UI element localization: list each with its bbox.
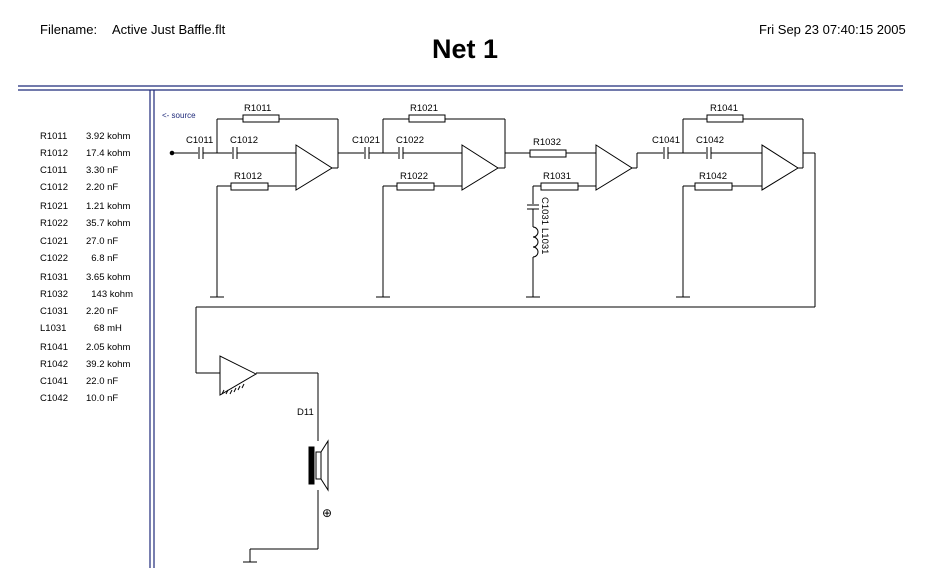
- source-label: <- source: [162, 111, 196, 120]
- c1011-capacitor: [198, 147, 204, 159]
- part-value: 3.92 kohm: [86, 131, 131, 142]
- part-name: C1022: [40, 252, 68, 264]
- part-name: R1032: [40, 288, 68, 300]
- part-name: R1011: [40, 131, 68, 142]
- label-d11: D11: [297, 407, 314, 418]
- label-c1031: C1031: [539, 197, 550, 225]
- label-r1012: R1012: [234, 171, 262, 182]
- power-amplifier: [219, 355, 258, 396]
- r1041-resistor: [706, 114, 744, 123]
- r1022-resistor: [396, 182, 435, 191]
- part-row: C1031 2.20 nF: [40, 303, 160, 320]
- part-row: C1022 6.8 nF: [40, 250, 160, 267]
- part-value: 27.0 nF: [86, 235, 119, 247]
- part-name: L1031: [40, 323, 67, 335]
- label-c1012: C1012: [230, 135, 258, 146]
- r1012-resistor: [230, 182, 269, 191]
- l1031-inductor: [532, 226, 539, 258]
- r1042-resistor: [694, 182, 733, 191]
- label-r1041: R1041: [710, 103, 738, 114]
- c1022-capacitor: [398, 147, 404, 159]
- part-row: C1041 22.0 nF: [40, 373, 160, 390]
- part-value: 22.0 nF: [86, 376, 119, 388]
- opamp-2: [461, 144, 499, 191]
- part-name: C1031: [40, 305, 68, 317]
- label-c1011: C1011: [186, 135, 213, 146]
- part-row: C1012 2.20 nF: [40, 179, 160, 196]
- part-row: C1042 10.0 nF: [40, 390, 160, 407]
- part-name: C1021: [40, 235, 68, 247]
- part-row: R1031 3.65 kohm: [40, 269, 160, 286]
- part-value: 17.4 kohm: [86, 148, 131, 160]
- c1031-capacitor: [527, 204, 539, 210]
- part-value: 39.2 kohm: [86, 359, 131, 371]
- label-c1041: C1041: [652, 135, 680, 146]
- part-value: 35.7 kohm: [86, 218, 131, 230]
- label-c1042: C1042: [696, 135, 724, 146]
- part-name: R1042: [40, 359, 68, 371]
- part-value: 6.8 nF: [86, 252, 119, 264]
- part-name: C1041: [40, 376, 68, 388]
- r1021-resistor: [408, 114, 446, 123]
- label-r1031: R1031: [543, 171, 571, 182]
- r1032-resistor: [529, 149, 567, 158]
- label-c1022: C1022: [396, 135, 424, 146]
- c1042-capacitor: [706, 147, 712, 159]
- part-row: L1031 68 mH: [40, 320, 160, 337]
- label-r1021: R1021: [410, 103, 438, 114]
- timestamp: Fri Sep 23 07:40:15 2005: [759, 22, 906, 37]
- polarity-mark: ⊕: [322, 506, 332, 520]
- label-r1022: R1022: [400, 171, 428, 182]
- opamp-4: [761, 144, 799, 191]
- c1041-capacitor: [663, 147, 669, 159]
- part-name: R1031: [40, 271, 68, 283]
- part-name: R1012: [40, 148, 68, 160]
- c1021-capacitor: [364, 147, 370, 159]
- part-name: R1022: [40, 218, 68, 230]
- part-row: C1021 27.0 nF: [40, 233, 160, 250]
- part-row: R1041 2.05 kohm: [40, 339, 160, 356]
- part-row: R1042 39.2 kohm: [40, 356, 160, 373]
- opamp-1: [295, 144, 333, 191]
- part-value: 2.20 nF: [86, 182, 119, 194]
- part-name: R1021: [40, 201, 68, 213]
- speaker-d11: [308, 439, 329, 492]
- label-r1042: R1042: [699, 171, 727, 182]
- label-c1021: C1021: [352, 135, 380, 146]
- filename-value: Active Just Baffle.flt: [112, 22, 226, 37]
- part-row: R1021 1.21 kohm: [40, 198, 160, 215]
- part-value: 2.05 kohm: [86, 342, 131, 354]
- page-title: Net 1: [431, 34, 499, 64]
- part-row: R1012 17.4 kohm: [40, 145, 160, 162]
- part-name: C1012: [40, 182, 68, 194]
- part-row: R1032 143 kohm: [40, 286, 160, 303]
- part-row: R1022 35.7 kohm: [40, 215, 160, 232]
- part-value: 3.65 kohm: [86, 271, 131, 283]
- part-name: C1011: [40, 165, 68, 177]
- c1012-capacitor: [232, 147, 238, 159]
- part-name: R1041: [40, 342, 68, 354]
- opamp-3: [595, 144, 633, 191]
- label-r1011: R1011: [244, 103, 271, 114]
- part-value: 10.0 nF: [86, 393, 119, 405]
- r1031-resistor: [540, 182, 579, 191]
- part-row: C1011 3.30 nF: [40, 162, 160, 179]
- filename-label: Filename:: [40, 22, 98, 37]
- part-value: 2.20 nF: [86, 305, 119, 317]
- label-l1031: L1031: [539, 228, 550, 254]
- part-value: 143 kohm: [86, 288, 133, 300]
- part-value: 1.21 kohm: [86, 201, 131, 213]
- part-value: 68 mH: [86, 323, 122, 335]
- part-value: 3.30 nF: [86, 165, 119, 177]
- part-name: C1042: [40, 393, 68, 405]
- label-r1032: R1032: [533, 137, 561, 148]
- part-row: R1011 3.92 kohm: [40, 128, 160, 145]
- r1011-resistor: [242, 114, 280, 123]
